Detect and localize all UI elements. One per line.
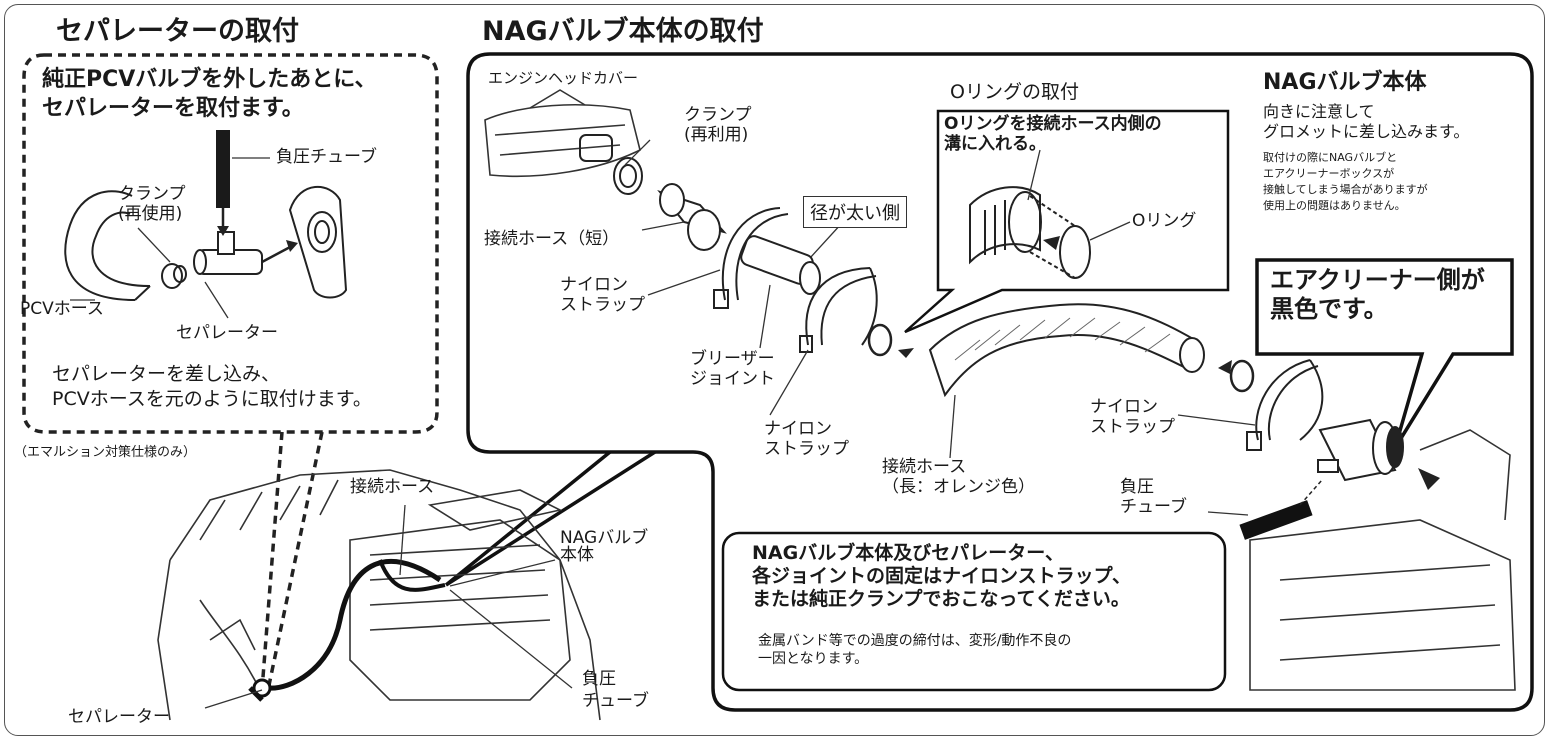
label-engine-connection-hose: 接続ホース <box>350 477 435 497</box>
air-box-sketch <box>1249 429 1516 691</box>
warning-box <box>721 531 1227 692</box>
nag-body-title: NAGバルブ本体 <box>1263 70 1427 95</box>
label-engine-head-cover: エンジンヘッドカバー <box>488 69 639 87</box>
separator-drawing <box>193 231 263 275</box>
engine-sketch <box>157 469 601 721</box>
label-nylon-strap-3: ナイロン ストラップ <box>1090 397 1175 437</box>
label-engine-nag-body: NAGバルブ 本体 <box>560 528 649 565</box>
heading-nag-install: NAGバルブ本体の取付 <box>482 16 764 47</box>
label-pcv-hose: PCVホース <box>20 299 104 319</box>
nag-valve-drawing <box>1317 418 1404 482</box>
oring-2 <box>1229 359 1255 393</box>
nylon-strap-3 <box>1246 359 1324 451</box>
head-cover-sketch <box>484 89 641 178</box>
label-nylon-strap-2: ナイロン ストラップ <box>764 419 849 459</box>
pcv-port-drawing <box>288 186 348 299</box>
label-breather-joint: ブリーザー ジョイント <box>690 349 775 389</box>
left-note: セパレーターを差し込み、 PCVホースを元のように取付けます。 <box>52 363 372 410</box>
oring-1 <box>867 323 893 357</box>
label-separator-left: セパレーター <box>176 323 278 343</box>
dashed-pointer <box>260 431 324 691</box>
long-hose <box>928 303 1205 398</box>
warning-bold: NAGバルブ本体及びセパレーター、 各ジョイントの固定はナイロンストラップ、 ま… <box>752 542 1132 611</box>
label-clamp-reuse-right: クランプ (再利用) <box>684 105 752 145</box>
vacuum-tube-left <box>216 130 230 208</box>
short-hose <box>657 183 727 251</box>
black-side-callout <box>1255 258 1514 449</box>
label-short-hose: 接続ホース（短） <box>484 229 620 249</box>
label-engine-vacuum-tube: 負圧 チューブ <box>582 669 649 712</box>
pcv-hose-drawing <box>64 190 151 301</box>
nylon-strap-2 <box>799 267 878 353</box>
label-vacuum-tube-right: 負圧 チューブ <box>1120 477 1187 517</box>
clamp-left <box>161 263 187 289</box>
label-larger-side: 径が太い側 <box>803 196 907 228</box>
breather-joint <box>740 235 821 295</box>
label-clamp-reuse-left: クランプ (再使用) <box>118 184 186 224</box>
vacuum-tube-right <box>1239 500 1313 540</box>
label-engine-separator: セパレーター <box>68 707 170 727</box>
heading-separator-install: セパレーターの取付 <box>56 16 299 47</box>
label-long-hose: 接続ホース （長：オレンジ色） <box>882 457 1035 497</box>
warning-small: 金属バンド等での過度の締付は、変形/動作不良の 一因となります。 <box>758 633 1072 668</box>
emulsion-note: （エマルション対策仕様のみ） <box>14 445 197 460</box>
clamp-right <box>579 134 643 195</box>
right-pointer <box>444 450 656 587</box>
right-solid-panel <box>466 52 1534 712</box>
label-nylon-strap-1: ナイロン ストラップ <box>560 275 645 315</box>
label-oring: Oリング <box>1132 211 1197 231</box>
nag-body-note: 向きに注意して グロメットに差し込みます。 <box>1263 102 1470 141</box>
left-dashed-panel <box>22 53 439 434</box>
air-cleaner-side-note: エアクリーナー側が 黒色です。 <box>1270 266 1485 323</box>
oring-inset-drawing <box>969 186 1091 279</box>
oring-instruction: Oリングを接続ホース内側の 溝に入れる。 <box>944 114 1162 154</box>
nag-body-small-note: 取付けの際にNAGバルブと エアクリーナーボックスが 接触してしまう場合がありま… <box>1263 151 1428 212</box>
hose-engine <box>267 559 442 691</box>
oring-heading: Oリングの取付 <box>950 81 1079 103</box>
outer-frame <box>4 4 1545 736</box>
label-vacuum-tube-left: 負圧チューブ <box>276 147 377 167</box>
left-instruction: 純正PCVバルブを外したあとに、 セパレーターを取付ます。 <box>42 67 377 121</box>
